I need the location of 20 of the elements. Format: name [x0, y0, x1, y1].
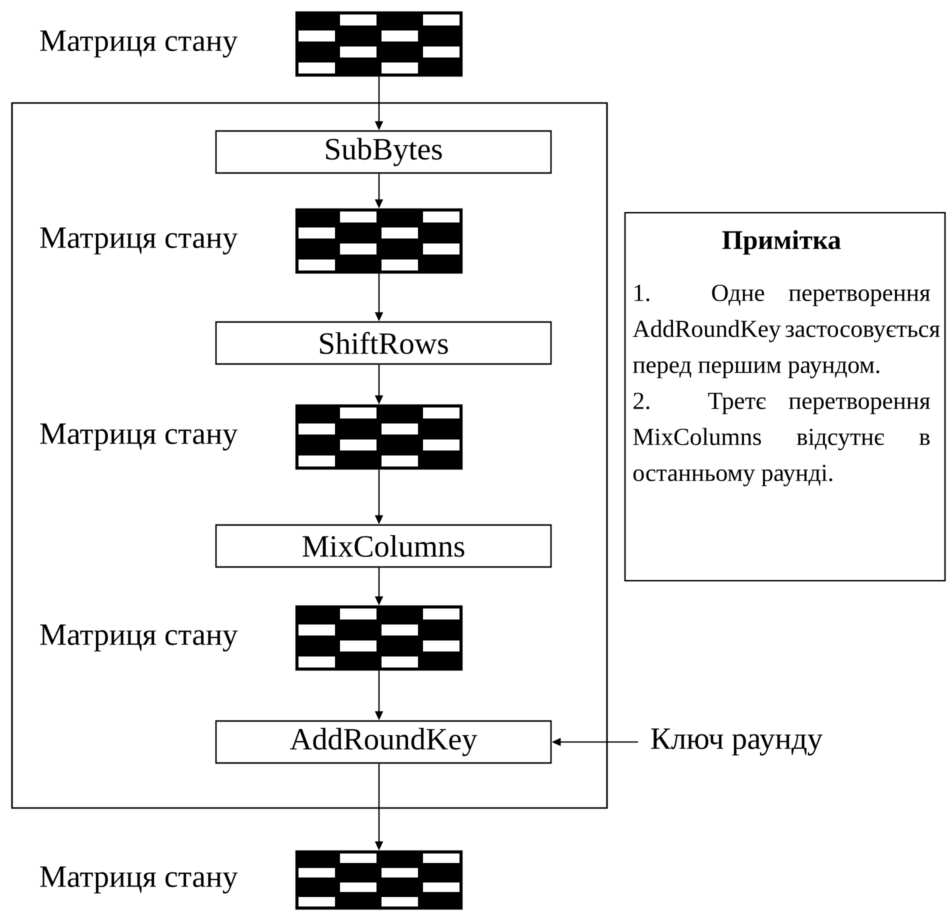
state-matrix-drawing: [295, 11, 463, 77]
round-frame: [11, 102, 608, 809]
matrix-caption: Матриця стану: [40, 228, 238, 254]
step-box: AddRoundKey: [215, 720, 552, 764]
key-label: Ключ раунду: [651, 728, 823, 756]
matrix-caption: Матриця стану: [40, 30, 238, 58]
step-box: SubBytes: [215, 130, 552, 174]
state-matrix-drawing: [295, 850, 463, 910]
node-label: Примітка: [722, 230, 841, 255]
node-label: 1. Одне перетворення AddRoundKey застосовується перед першим раундом.: [632, 284, 940, 378]
step-box: ShiftRows: [215, 321, 552, 365]
note-box: [624, 212, 946, 582]
state-matrix-drawing: [295, 605, 463, 671]
state-matrix-drawing: [295, 208, 463, 274]
node-label: 2. Третє перетворення MixColumns відсутнє в останньому раунді.: [633, 392, 930, 486]
matrix-caption: Матриця стану: [40, 424, 238, 450]
matrix-caption: Матриця стану: [40, 866, 238, 894]
matrix-caption: Матриця стану: [40, 624, 238, 652]
step-box: MixColumns: [215, 524, 552, 568]
state-matrix-drawing: [295, 404, 463, 470]
